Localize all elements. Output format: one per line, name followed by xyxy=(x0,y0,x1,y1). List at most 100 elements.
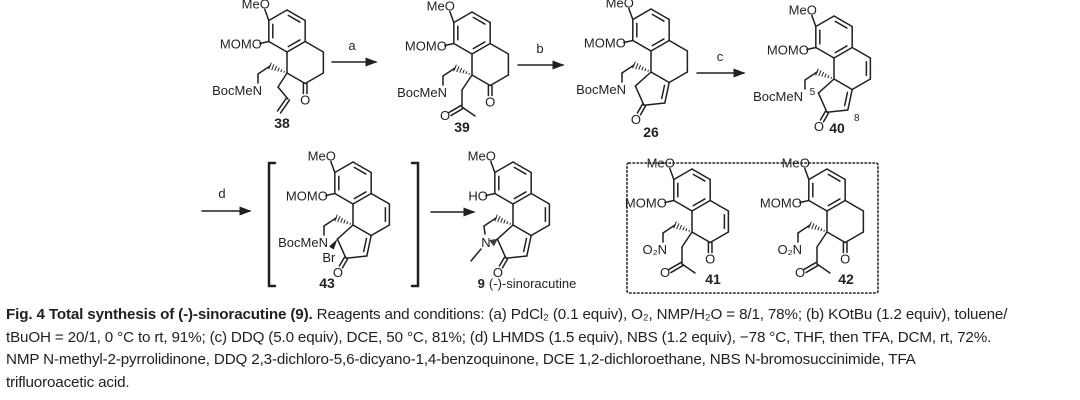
ring-bond xyxy=(471,11,491,24)
ring-bond xyxy=(512,161,532,174)
ring-bond xyxy=(489,74,510,87)
boc-amine-label: BocMeN xyxy=(576,82,626,97)
oxy-bond xyxy=(664,199,675,204)
compound-9-caption: 9(-)-sinoracutine xyxy=(478,276,577,291)
double-bond xyxy=(472,41,486,50)
caption-title: Fig. 4 Total synthesis of (-)-sinoracuti… xyxy=(6,306,313,323)
compound-number-42: 42 xyxy=(838,271,854,287)
hashed-wedge-bond xyxy=(641,66,644,71)
figure-caption: Fig. 4 Total synthesis of (-)-sinoracuti… xyxy=(6,304,1078,394)
ketone-oxygen: O xyxy=(705,252,715,267)
chain-bond xyxy=(797,224,811,234)
ring-bond xyxy=(530,192,551,205)
ring-bond xyxy=(336,224,354,240)
ring-bond xyxy=(530,224,551,237)
methoxy-label: MeO xyxy=(647,156,675,171)
ring-bond xyxy=(808,199,828,212)
hashed-wedge-bond xyxy=(489,239,495,247)
allyl-bond xyxy=(277,86,289,100)
double-bond xyxy=(834,20,848,29)
hashed-wedge-bond xyxy=(679,224,682,230)
double-bond xyxy=(670,264,684,274)
ring-bond xyxy=(844,199,865,212)
allyl-bond xyxy=(277,72,288,88)
left-bracket xyxy=(267,161,277,288)
hashed-wedge-bond xyxy=(490,239,495,245)
hashed-wedge-bond xyxy=(343,219,346,224)
ring-bond xyxy=(844,231,865,244)
caption-line-3: NMP N-methyl-2-pyrrolidinone, DDQ 2,3-di… xyxy=(6,351,916,369)
ring-bond xyxy=(709,199,730,212)
hashed-wedge-bond xyxy=(494,239,497,242)
ring-bond xyxy=(817,78,835,94)
ring-bond xyxy=(668,71,689,84)
ring-bond xyxy=(826,168,846,181)
ring-bond xyxy=(691,231,711,244)
oxy-label: MOMO xyxy=(286,189,328,204)
oxy-label: MOMO xyxy=(767,43,809,58)
boc-amine-label: BocMeN xyxy=(397,85,447,100)
compound-number-39: 39 xyxy=(454,119,470,135)
methoxy-bond xyxy=(811,14,817,28)
ring-bond xyxy=(352,224,372,237)
double-bond xyxy=(819,110,827,121)
methyl-bond xyxy=(816,263,831,274)
nitrogen-label: N xyxy=(481,235,490,250)
ring-bond xyxy=(370,224,391,237)
ring-bond xyxy=(643,102,666,106)
acetonyl-bond xyxy=(681,231,693,248)
ring-bond xyxy=(345,255,368,259)
double-bond xyxy=(827,173,841,182)
ring-bond xyxy=(664,81,670,104)
ring-bond xyxy=(632,39,652,52)
ring-bond xyxy=(691,199,711,212)
step-label-b: b xyxy=(536,41,543,56)
ring-bond xyxy=(673,168,693,181)
hashed-wedge-bond xyxy=(462,69,465,74)
oxy-bond xyxy=(259,40,270,45)
ring-bond xyxy=(650,39,670,52)
hashed-wedge-bond xyxy=(676,223,680,230)
ring-bond xyxy=(826,231,846,244)
ring-bond xyxy=(826,199,846,212)
hashed-wedge-bond xyxy=(493,239,497,243)
synthesis-scheme: MeOHOONMeOMOMOOBocMeN26MeOMOMOOBocMeN38M… xyxy=(201,0,879,294)
double-bond xyxy=(501,258,509,269)
ring-bond xyxy=(808,168,828,181)
methoxy-bond xyxy=(490,160,496,174)
double-bond xyxy=(636,103,644,114)
chain-bond xyxy=(442,67,456,77)
ring-bond xyxy=(634,71,652,87)
ketone-oxygen: O xyxy=(840,252,850,267)
double-bond xyxy=(498,256,506,267)
ketone-oxygen: O xyxy=(333,265,343,280)
ketone-oxygen: O xyxy=(814,119,824,134)
caption-conditions: Reagents and conditions: (a) PdCl₂ (0.1 … xyxy=(312,306,1008,323)
acetonyl-oxygen: O xyxy=(795,265,805,280)
oxy-label: HO xyxy=(468,189,488,204)
double-bond xyxy=(639,105,647,116)
oxy-label: MOMO xyxy=(220,37,262,52)
ring-bond xyxy=(691,168,711,181)
methoxy-label: MeO xyxy=(427,0,455,14)
ring-bond xyxy=(366,234,372,257)
methoxy-label: MeO xyxy=(308,149,336,164)
ketone-oxygen: O xyxy=(300,93,310,108)
acetonyl-oxygen: O xyxy=(440,108,450,123)
hashed-wedge-bond xyxy=(506,221,509,225)
n-methyl-bond xyxy=(470,248,482,262)
ring-bond xyxy=(268,9,288,22)
hashed-wedge-bond xyxy=(827,75,830,79)
double-bond xyxy=(276,97,288,112)
ring-bond xyxy=(352,192,372,205)
hashed-wedge-bond xyxy=(503,219,506,224)
double-bond xyxy=(513,191,527,200)
double-bond xyxy=(353,191,367,200)
ring-bond xyxy=(833,46,853,59)
ring-bond xyxy=(851,78,872,91)
chain-bond xyxy=(257,65,271,75)
hashed-wedge-bond xyxy=(824,73,827,78)
compound-number-40: 40 xyxy=(829,120,845,136)
ring-bond xyxy=(851,46,872,59)
ring-bond xyxy=(668,39,689,52)
